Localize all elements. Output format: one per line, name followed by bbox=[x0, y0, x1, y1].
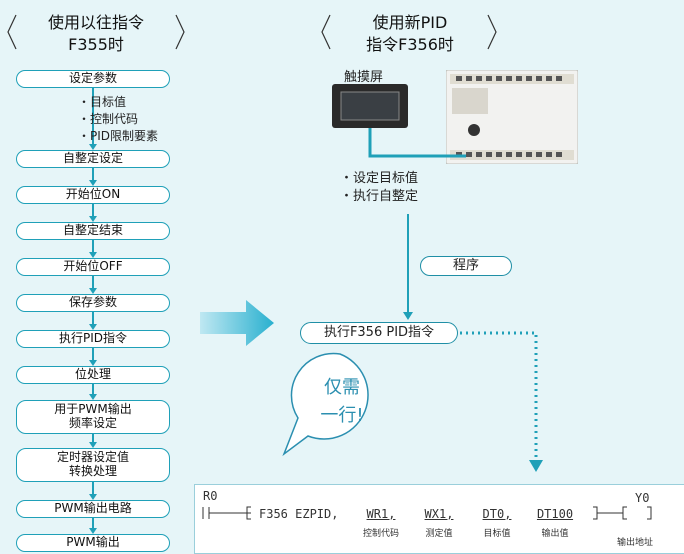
operand-dt0: DT0, 目标值 bbox=[475, 507, 519, 539]
flow-connector bbox=[92, 240, 94, 253]
coil-icon bbox=[593, 506, 652, 520]
flow-connector bbox=[92, 168, 94, 181]
flow-arrowhead-icon bbox=[89, 288, 97, 294]
flow-arrowhead-icon bbox=[89, 324, 97, 330]
hmi-bullets: ・设定目标值 ・执行自整定 bbox=[340, 170, 418, 206]
flow-step: 位处理 bbox=[16, 366, 170, 384]
flow-arrowhead-icon bbox=[89, 180, 97, 186]
operand-caption: 目标值 bbox=[483, 529, 511, 539]
bullet-item: 目标值 bbox=[78, 94, 158, 111]
big-arrow-icon bbox=[200, 300, 274, 346]
param-bullets: 目标值 控制代码 PID限制要素 bbox=[78, 94, 158, 145]
flow-connector bbox=[92, 312, 94, 325]
flow-connector bbox=[92, 348, 94, 361]
exec-f356-label: 执行F356 PID指令 bbox=[300, 322, 458, 344]
touch-panel-icon bbox=[332, 84, 408, 128]
right-title: 使用新PID 指令F356时 bbox=[366, 13, 454, 54]
callout-text: 仅需 一行! bbox=[300, 374, 384, 430]
operand-value: WR1, bbox=[366, 507, 396, 521]
operand-wr1: WR1, 控制代码 bbox=[359, 507, 403, 539]
flow-step: 自整定结束 bbox=[16, 222, 170, 240]
operand-caption: 输出值 bbox=[541, 529, 569, 539]
flow-step: 自整定设定 bbox=[16, 150, 170, 168]
flow-arrowhead-icon bbox=[89, 494, 97, 500]
bullet-item: 控制代码 bbox=[78, 111, 158, 128]
contact-icon bbox=[202, 506, 251, 520]
bullet-item: PID限制要素 bbox=[78, 128, 158, 145]
coil-caption: 输出地址 bbox=[617, 538, 654, 548]
flow-arrowhead-icon bbox=[89, 360, 97, 366]
flow-arrowhead-icon bbox=[89, 216, 97, 222]
flow-step: PWM输出电路 bbox=[16, 500, 170, 518]
operand-dt100: DT100 输出值 bbox=[533, 507, 577, 539]
flow-connector bbox=[92, 384, 94, 395]
flow-step: 用于PWM输出 频率设定 bbox=[16, 400, 170, 434]
flow-step: 开始位ON bbox=[16, 186, 170, 204]
left-title: 使用以往指令 F355时 bbox=[47, 13, 144, 54]
operand-value: DT100 bbox=[536, 507, 574, 521]
flow-connector bbox=[92, 434, 94, 443]
right-bracket-open bbox=[321, 14, 331, 50]
flow-arrowhead-icon bbox=[89, 252, 97, 258]
operand-value: DT0, bbox=[482, 507, 512, 521]
operand-caption: 控制代码 bbox=[362, 529, 399, 539]
callout-line: 一行! bbox=[320, 405, 364, 426]
ladder-code-box: R0 F356 EZPID, WR1, 控制代码 WX1, 测定值 DT0, 目… bbox=[194, 484, 684, 554]
instruction-text: F356 EZPID, bbox=[259, 507, 339, 521]
flow-connector bbox=[92, 518, 94, 529]
flow-connector bbox=[92, 204, 94, 217]
flow-connector bbox=[92, 482, 94, 495]
flow-step: 设定参数 bbox=[16, 70, 170, 88]
callout-bubble bbox=[282, 352, 369, 457]
left-bracket-open bbox=[7, 14, 17, 50]
touch-panel-label: 触摸屏 bbox=[344, 70, 384, 85]
contact-label: R0 bbox=[203, 489, 218, 503]
flow-connector bbox=[92, 276, 94, 289]
bullet-item: ・设定目标值 bbox=[340, 171, 419, 186]
flow-arrowhead-icon bbox=[89, 394, 97, 400]
flow-step: 保存参数 bbox=[16, 294, 170, 312]
operand-wx1: WX1, 测定值 bbox=[417, 507, 461, 539]
flow-arrowhead-icon bbox=[89, 528, 97, 534]
bullet-item: ・执行自整定 bbox=[340, 189, 419, 204]
left-bracket-close bbox=[175, 14, 185, 50]
operand-caption: 测定值 bbox=[425, 529, 453, 539]
flow-arrowhead-icon bbox=[89, 144, 97, 150]
callout-line: 仅需 bbox=[324, 377, 360, 398]
plc-unit-icon bbox=[446, 70, 578, 164]
right-bracket-close bbox=[487, 14, 497, 50]
coil-label: Y0 bbox=[635, 491, 650, 505]
program-label: 程序 bbox=[420, 256, 512, 276]
flow-step: 开始位OFF bbox=[16, 258, 170, 276]
operand-value: WX1, bbox=[424, 507, 454, 521]
flow-step: 执行PID指令 bbox=[16, 330, 170, 348]
flow-step: 定时器设定值 转换处理 bbox=[16, 448, 170, 482]
flow-arrowhead-icon bbox=[89, 442, 97, 448]
